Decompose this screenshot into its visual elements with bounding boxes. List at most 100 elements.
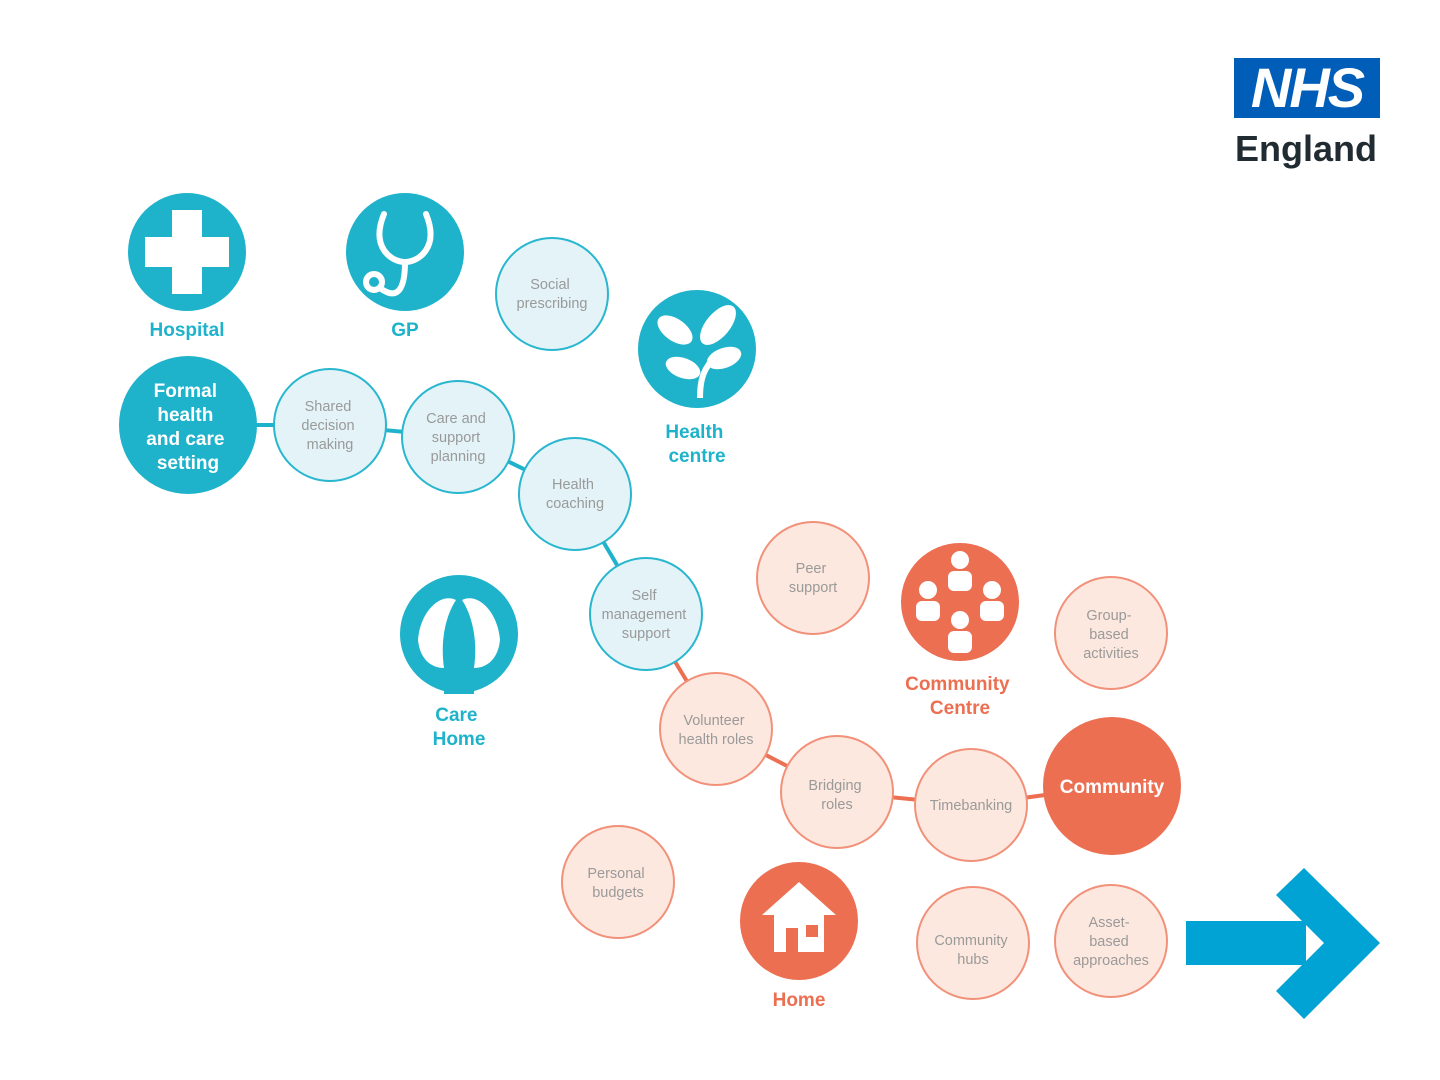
bubble-label-line: roles bbox=[821, 797, 852, 813]
bubble-label-line: health roles bbox=[679, 732, 754, 748]
care-home-label: Care Home bbox=[433, 705, 486, 750]
bubble-circle bbox=[914, 748, 1028, 862]
bubble-label-line: approaches bbox=[1073, 953, 1149, 969]
arrow-right-icon bbox=[1186, 868, 1380, 1019]
community-label: Community bbox=[1060, 777, 1165, 798]
bubble-circle bbox=[273, 368, 387, 482]
bubble-label-line: decision bbox=[301, 418, 354, 434]
bubble-label-line: prescribing bbox=[517, 296, 588, 312]
personal-budgets-bubble: Personal budgets bbox=[561, 825, 675, 939]
bubble-label: Self management support bbox=[602, 588, 691, 642]
bubble-circle bbox=[916, 886, 1030, 1000]
health-centre-node: Health centre bbox=[638, 290, 756, 467]
bubble-label: Asset- based approaches bbox=[1073, 915, 1149, 969]
formal-setting-label-line: health bbox=[157, 405, 213, 426]
bubble-label: Peer support bbox=[789, 561, 837, 596]
bubble-label-line: support bbox=[432, 430, 480, 446]
plant-icon bbox=[657, 305, 742, 399]
health-centre-label: Health centre bbox=[665, 422, 728, 467]
bubble-label-line: hubs bbox=[957, 952, 988, 968]
health-coaching-bubble: Health coaching bbox=[518, 437, 632, 551]
bubble-label: Group- based activities bbox=[1083, 608, 1139, 662]
bubble-circle bbox=[1054, 576, 1168, 690]
community-centre-label: Community Centre bbox=[905, 674, 1015, 719]
home-node: Home bbox=[740, 862, 858, 1011]
bubble-circle bbox=[659, 672, 773, 786]
hands-icon bbox=[418, 598, 500, 694]
self-management-bubble: Self management support bbox=[589, 557, 703, 671]
bubble-label: Personal budgets bbox=[587, 866, 648, 901]
formal-setting-label-line: setting bbox=[157, 453, 219, 474]
bubble-label-line: Asset- bbox=[1088, 915, 1129, 931]
community-centre-node: Community Centre bbox=[901, 543, 1019, 719]
bubble-label: Timebanking bbox=[930, 798, 1012, 814]
community-hub: Community bbox=[1043, 717, 1181, 855]
gp-label: GP bbox=[391, 320, 419, 341]
bubble-circle bbox=[1054, 884, 1168, 998]
formal-setting-hub: Formal health and care setting bbox=[119, 356, 257, 494]
bubble-label-line: budgets bbox=[592, 885, 644, 901]
bubble-label-line: support bbox=[622, 626, 670, 642]
bubble-label-line: Group- bbox=[1086, 608, 1131, 624]
bubble-label-line: Self bbox=[631, 588, 657, 604]
bubble-label: Shared decision making bbox=[301, 399, 358, 453]
bubble-label-line: Personal bbox=[587, 866, 644, 882]
care-home-label-line: Care bbox=[435, 705, 477, 726]
bubble-label-line: based bbox=[1089, 934, 1129, 950]
formal-setting-circle bbox=[119, 356, 257, 494]
health-centre-label-line: Health bbox=[665, 422, 723, 443]
gp-node: GP bbox=[346, 193, 464, 341]
social-prescribing-bubble: Social prescribing bbox=[495, 237, 609, 351]
bubble-label-line: Social bbox=[530, 277, 570, 293]
community-centre-label-line: Community bbox=[905, 674, 1010, 695]
bubble-circle bbox=[401, 380, 515, 494]
bubble-circle bbox=[518, 437, 632, 551]
bubble-circle bbox=[495, 237, 609, 351]
asset-based-bubble: Asset- based approaches bbox=[1054, 884, 1168, 998]
nhs-logo-text: NHS bbox=[1250, 56, 1365, 119]
bubble-circle bbox=[756, 521, 870, 635]
bubble-label: Social prescribing bbox=[517, 277, 588, 312]
bubble-label-line: making bbox=[307, 437, 354, 453]
nhs-logo: NHS bbox=[1234, 58, 1380, 118]
bubble-label-line: coaching bbox=[546, 496, 604, 512]
cross-icon bbox=[145, 210, 229, 294]
bubble-label-line: Health bbox=[552, 477, 594, 493]
community-centre-circle bbox=[901, 543, 1019, 661]
stethoscope-icon bbox=[363, 211, 434, 297]
bubble-label-line: Community bbox=[934, 933, 1008, 949]
bubble-label-line: Care and bbox=[426, 411, 486, 427]
bubble-circle bbox=[589, 557, 703, 671]
bubble-label: Bridging roles bbox=[808, 778, 865, 813]
formal-setting-label-line: Formal bbox=[154, 381, 217, 402]
bubble-label: Health coaching bbox=[546, 477, 604, 512]
bubble-label: Community hubs bbox=[934, 933, 1011, 968]
gp-circle bbox=[346, 193, 464, 311]
health-centre-label-line: centre bbox=[668, 446, 725, 467]
bubble-label-line: Shared bbox=[305, 399, 352, 415]
nhs-region: England bbox=[1235, 128, 1377, 169]
home-label: Home bbox=[773, 990, 826, 1011]
formal-setting-label: Formal health and care setting bbox=[146, 381, 229, 474]
hospital-label: Hospital bbox=[150, 320, 225, 341]
timebanking-bubble: Timebanking bbox=[914, 748, 1028, 862]
volunteer-bubble: Volunteer health roles bbox=[659, 672, 773, 786]
care-home-node: Care Home bbox=[400, 575, 518, 750]
community-hubs-bubble: Community hubs bbox=[916, 886, 1030, 1000]
bubble-label-line: support bbox=[789, 580, 837, 596]
bubble-label-line: Bridging bbox=[808, 778, 861, 794]
bubble-label-line: management bbox=[602, 607, 687, 623]
people-icon bbox=[916, 551, 1004, 653]
shared-decision-bubble: Shared decision making bbox=[273, 368, 387, 482]
group-based-bubble: Group- based activities bbox=[1054, 576, 1168, 690]
care-support-planning-bubble: Care and support planning bbox=[401, 380, 515, 494]
bubble-label-line: planning bbox=[431, 449, 486, 465]
hospital-node: Hospital bbox=[128, 193, 246, 341]
community-circle bbox=[1043, 717, 1181, 855]
bubble-label-line: activities bbox=[1083, 646, 1139, 662]
bubble-label-line: Volunteer bbox=[683, 713, 744, 729]
bubble-label-line: Peer bbox=[796, 561, 827, 577]
house-icon bbox=[762, 882, 836, 952]
care-home-label-line: Home bbox=[433, 729, 486, 750]
